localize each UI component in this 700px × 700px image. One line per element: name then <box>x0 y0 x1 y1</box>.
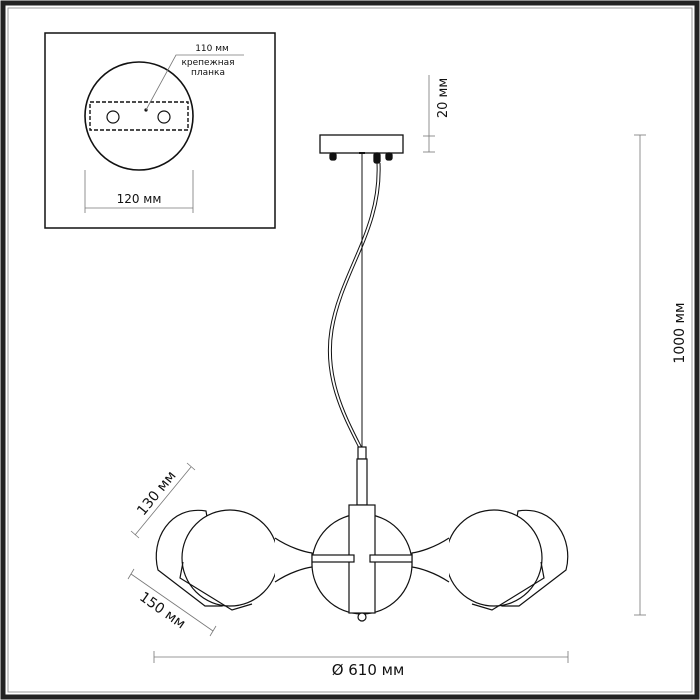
leader-line <box>145 54 244 111</box>
canopy-top-view <box>84 61 194 171</box>
plate-name-line2: планка <box>191 68 225 78</box>
canopy-height-label: 20 мм <box>436 78 451 118</box>
canopy-inset: 110 мм крепежная планка 120 мм <box>44 32 276 229</box>
right-globe <box>445 509 543 607</box>
plate-width-label: 110 мм <box>195 44 229 54</box>
mounting-hole-right <box>157 110 171 124</box>
outer-frame-inner <box>7 7 693 693</box>
left-globe <box>181 509 279 607</box>
total-height-label: 1000 мм <box>672 302 688 363</box>
diameter-label: Ø 610 мм <box>332 661 405 679</box>
canopy-height-dimension: 20 мм <box>423 75 451 153</box>
canopy-diameter-label: 120 мм <box>117 192 162 206</box>
total-height-dimension: 1000 мм <box>634 134 688 616</box>
lamp-body <box>155 446 569 622</box>
suspension <box>327 153 381 451</box>
shade-height-label: 130 мм <box>134 468 179 519</box>
diameter-dimension: Ø 610 мм <box>153 651 569 679</box>
mounting-hole-left <box>106 110 120 124</box>
plate-name-line1: крепежная <box>181 58 234 68</box>
mounting-plate <box>89 101 189 131</box>
